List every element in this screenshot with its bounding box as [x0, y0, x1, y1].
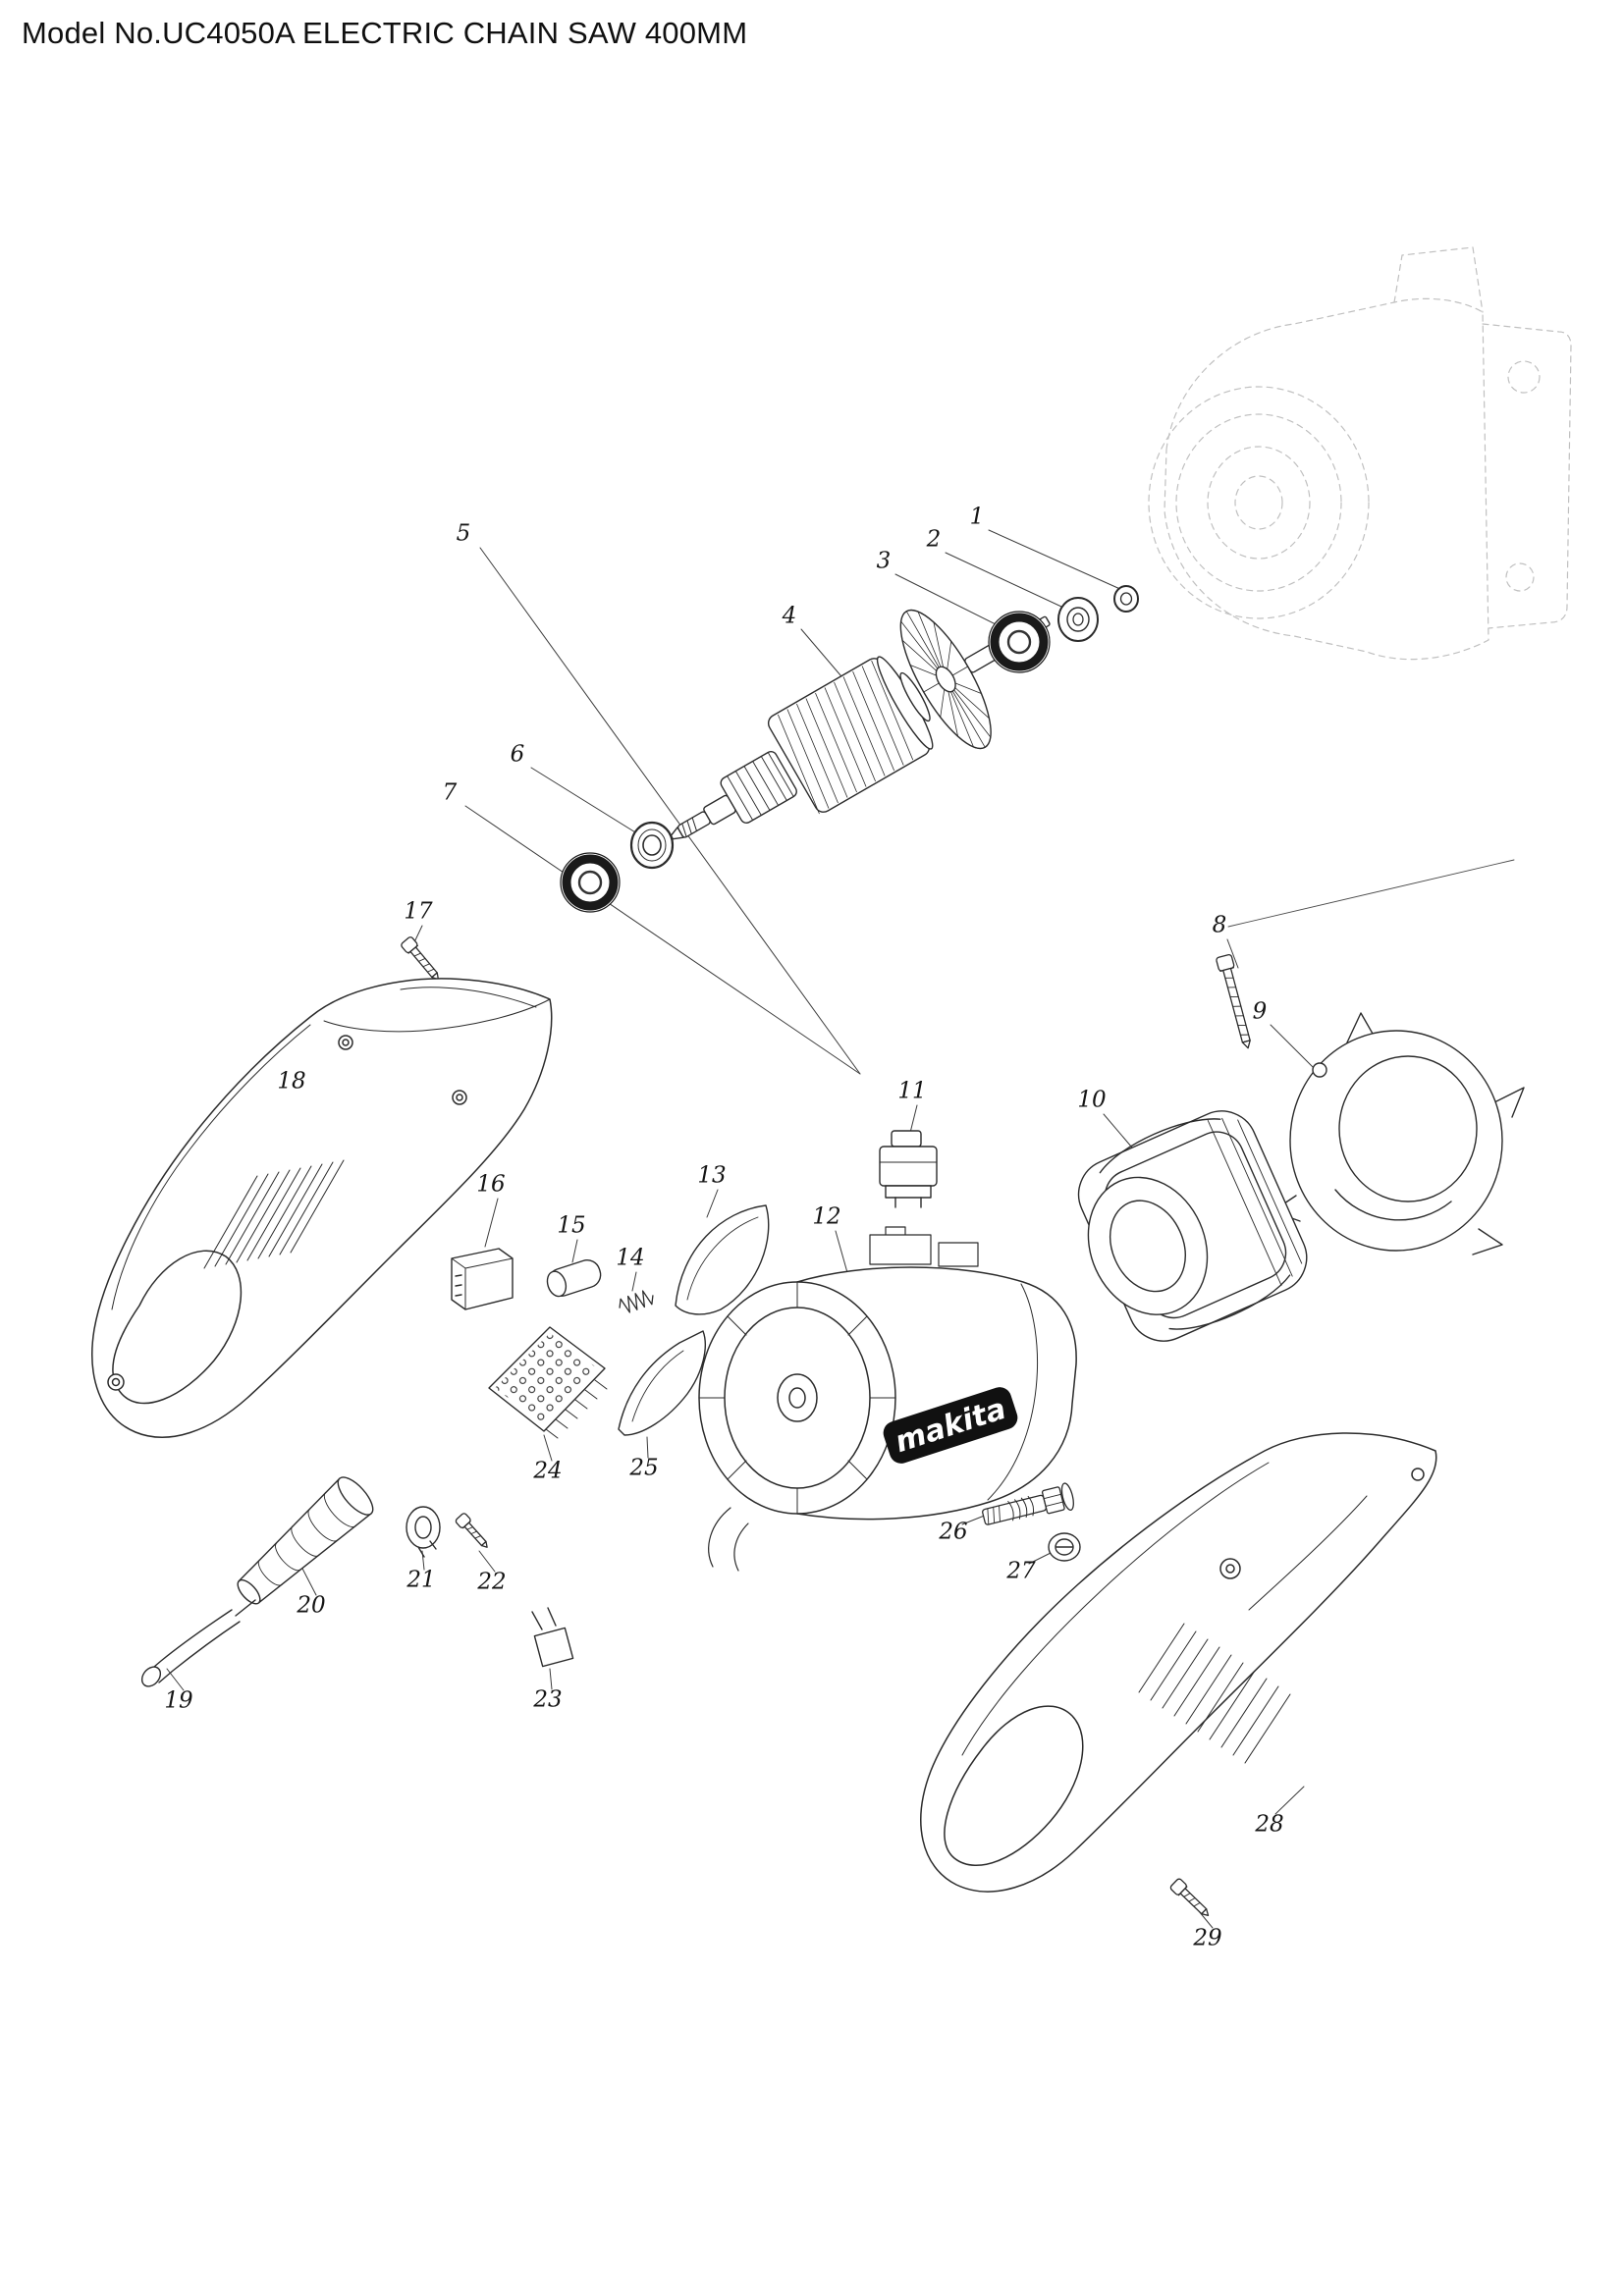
screw-17	[401, 936, 440, 981]
leader-line-1	[988, 529, 1123, 591]
leader-line-27	[1028, 1552, 1052, 1565]
leader-line-15	[571, 1239, 578, 1263]
leader-line-5	[479, 547, 861, 1075]
cord-guard-20	[237, 1476, 374, 1605]
rear-housing-right-28	[920, 1432, 1437, 1893]
brush-cap-27	[1048, 1532, 1081, 1562]
leader-line-23	[549, 1668, 553, 1690]
construction-line	[1227, 859, 1515, 928]
nut-1	[1113, 585, 1139, 613]
leader-line-19	[166, 1668, 185, 1691]
leader-line-25	[646, 1436, 649, 1459]
armature-assembly	[670, 609, 1051, 840]
field-stator-10	[1077, 1110, 1308, 1342]
bolt-26	[982, 1482, 1074, 1525]
leader-line-2	[945, 552, 1075, 614]
leader-line-13	[706, 1189, 719, 1218]
ball-bearing-7	[560, 852, 621, 913]
leader-line-22	[478, 1550, 496, 1573]
baffle-plate-13	[675, 1204, 770, 1315]
leader-line-24	[543, 1434, 553, 1462]
page-title: Model No.UC4050A ELECTRIC CHAIN SAW 400M…	[22, 16, 748, 50]
fan-baffle-9	[1272, 1012, 1525, 1255]
leader-line-12	[835, 1230, 849, 1277]
leader-line-14	[631, 1271, 637, 1292]
leader-line-20	[299, 1564, 317, 1596]
leader-line-6	[530, 767, 649, 841]
leader-line-28	[1274, 1786, 1305, 1815]
leader-line-8	[1226, 938, 1239, 969]
flat-washer-6	[629, 821, 675, 870]
motor-housing-12: makita	[698, 1226, 1077, 1572]
switch-11	[879, 1130, 938, 1208]
sleeve-15	[546, 1259, 602, 1298]
screw-22	[455, 1513, 488, 1548]
cord-grip-21	[406, 1506, 441, 1558]
screw-8	[1216, 953, 1251, 1049]
ghost-gear-housing	[1148, 246, 1572, 661]
rear-housing-left-18	[91, 978, 553, 1438]
connector-block-16	[451, 1248, 514, 1310]
sleeve-ring-2	[1057, 597, 1099, 642]
power-cord-19	[140, 1599, 256, 1687]
terminal-23	[531, 1607, 574, 1668]
ball-bearing-3	[988, 611, 1051, 673]
bracket-25	[618, 1330, 706, 1436]
screw-29	[1169, 1878, 1210, 1916]
leader-line-11	[909, 1104, 918, 1134]
vent-grill-24	[488, 1326, 608, 1439]
spring-14	[619, 1290, 654, 1313]
leader-lines-layer	[166, 529, 1344, 1929]
leader-line-16	[484, 1198, 499, 1248]
leader-line-7	[464, 805, 861, 1075]
